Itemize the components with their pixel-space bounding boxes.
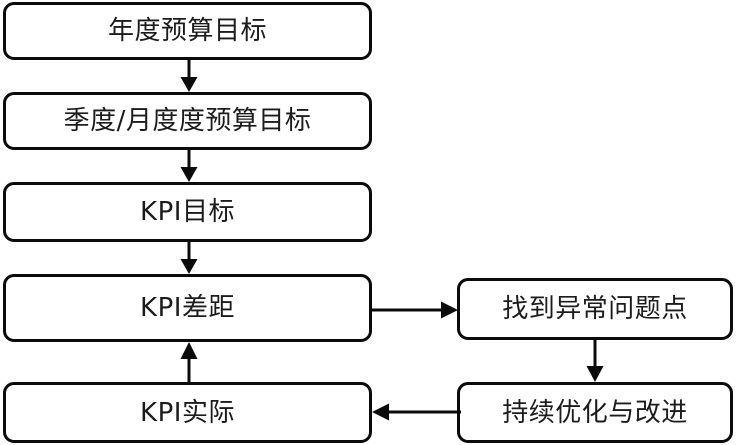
node-label: 季度/月度度预算目标 <box>63 106 312 136</box>
node-annual-budget-goal[interactable]: 年度预算目标 <box>3 2 372 60</box>
edge-kpi-gap-to-find-abnormal-arrow <box>370 294 460 326</box>
edge-quarter-to-kpi-goal-arrow <box>172 148 206 184</box>
node-kpi-actual[interactable]: KPI实际 <box>3 382 372 443</box>
node-label: 找到异常问题点 <box>502 294 688 324</box>
node-label: 持续优化与改进 <box>502 397 688 428</box>
node-label: KPI实际 <box>140 397 235 428</box>
node-label: 年度预算目标 <box>107 16 267 46</box>
node-kpi-gap[interactable]: KPI差距 <box>3 274 372 342</box>
node-find-abnormal-point[interactable]: 找到异常问题点 <box>457 278 733 340</box>
edge-kpi-goal-to-kpi-gap-arrow <box>172 240 206 276</box>
edge-annual-to-quarter-arrow <box>172 58 206 94</box>
edge-find-abnormal-to-improve-arrow <box>578 338 612 384</box>
edge-improve-to-kpi-actual-arrow <box>369 396 461 428</box>
edge-kpi-actual-to-kpi-gap-arrow <box>172 340 206 384</box>
node-kpi-goal[interactable]: KPI目标 <box>3 182 372 242</box>
node-label: KPI目标 <box>140 197 235 227</box>
node-label: KPI差距 <box>140 293 235 323</box>
node-quarter-month-goal[interactable]: 季度/月度度预算目标 <box>3 92 372 150</box>
node-continuous-improve[interactable]: 持续优化与改进 <box>457 382 733 443</box>
